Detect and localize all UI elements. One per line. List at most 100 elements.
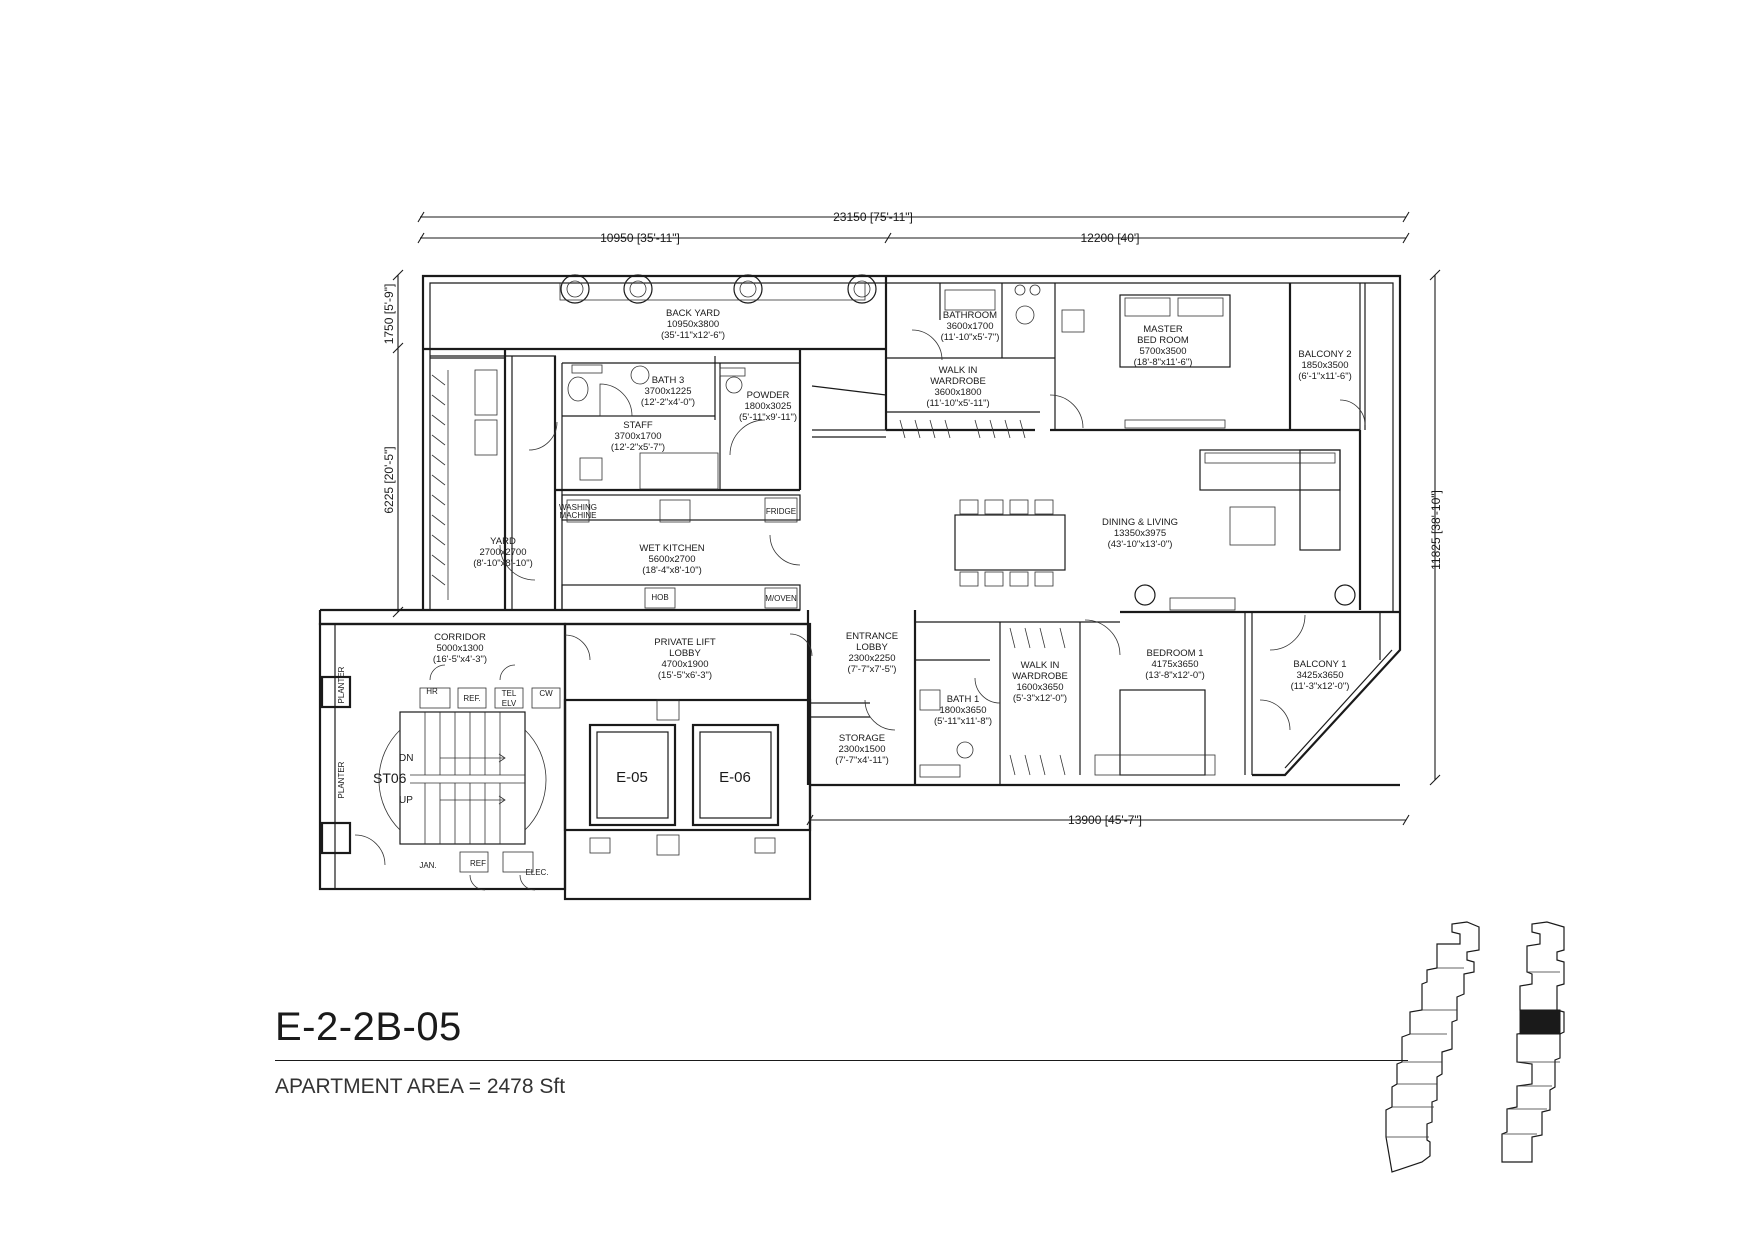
fridge-label: FRIDGE xyxy=(766,507,796,516)
key-plan xyxy=(1385,921,1565,1173)
dimension-labels: 23150 [75'-11"] 10950 [35'-11"] 12200 [4… xyxy=(382,210,1443,827)
dining-size: 13350x3975 xyxy=(1114,528,1166,539)
wet-kitchen-size: 5600x2700 xyxy=(648,554,695,565)
storage-name: STORAGE xyxy=(839,733,885,744)
entrance-name2: LOBBY xyxy=(856,642,888,653)
balcony1-imperial: (11'-3"x12'-0") xyxy=(1291,681,1350,692)
lift-lobby-name2: LOBBY xyxy=(669,648,701,659)
master-name2: BED ROOM xyxy=(1137,335,1189,346)
corridor-size: 5000x1300 xyxy=(436,643,483,654)
bathroom-size: 3600x1700 xyxy=(946,321,993,332)
planter-label-top: PLANTER xyxy=(337,666,346,703)
lift-lobby-name1: PRIVATE LIFT xyxy=(654,637,716,648)
title-divider xyxy=(275,1060,1408,1061)
master-name1: MASTER xyxy=(1143,324,1183,335)
storage-size: 2300x1500 xyxy=(838,744,885,755)
corridor-imperial: (16'-5"x4'-3") xyxy=(433,654,487,665)
yard-imperial: (8'-10"x8'-10") xyxy=(473,558,532,569)
dim-bottom-width: 13900 [45'-7"] xyxy=(1068,813,1142,827)
staff-name: STAFF xyxy=(623,420,653,431)
master-imperial: (18'-8"x11'-6") xyxy=(1134,357,1193,368)
walkin1-size: 3600x1800 xyxy=(934,387,981,398)
bath3-imperial: (12'-2"x4'-0") xyxy=(641,397,695,408)
stair-dn-label: DN xyxy=(399,753,413,764)
powder-name: POWDER xyxy=(747,390,790,401)
jan-label: JAN. xyxy=(419,861,436,870)
wet-kitchen-imperial: (18'-4"x8'-10") xyxy=(642,565,701,576)
bath3-name: BATH 3 xyxy=(652,375,685,386)
bath1-size: 1800x3650 xyxy=(939,705,986,716)
balcony1-size: 3425x3650 xyxy=(1296,670,1343,681)
dim-right-width: 12200 [40'] xyxy=(1080,231,1139,245)
hr-label: HR xyxy=(426,687,438,696)
washing-label-1: WASHING xyxy=(559,503,597,512)
bedroom1-name: BEDROOM 1 xyxy=(1146,648,1203,659)
dining-imperial: (43'-10"x13'-0") xyxy=(1108,539,1173,550)
dining-name: DINING & LIVING xyxy=(1102,517,1178,528)
bedroom1-size: 4175x3650 xyxy=(1151,659,1198,670)
stair-id-label: ST06 xyxy=(373,770,407,786)
unit-title: E-2-2B-05 xyxy=(275,1005,462,1049)
bath1-name: BATH 1 xyxy=(947,694,980,705)
bath3-size: 3700x1225 xyxy=(644,386,691,397)
entrance-size: 2300x2250 xyxy=(848,653,895,664)
yard-size: 2700x2700 xyxy=(479,547,526,558)
tel-label: TEL xyxy=(502,689,517,698)
hob-label: HOB xyxy=(651,593,668,602)
dim-overall-width: 23150 [75'-11"] xyxy=(833,210,913,224)
dim-right-depth: 11825 [38'-10"] xyxy=(1429,490,1443,570)
powder-size: 1800x3025 xyxy=(744,401,791,412)
corridor-name: CORRIDOR xyxy=(434,632,486,643)
entrance-name1: ENTRANCE xyxy=(846,631,898,642)
walkin1-imperial: (11'-10"x5'-11") xyxy=(926,398,989,409)
cw-label: CW xyxy=(539,689,553,698)
staff-imperial: (12'-2"x5'-7") xyxy=(611,442,665,453)
room-labels: BACK YARD 10950x3800 (35'-11"x12'-6") BA… xyxy=(433,308,1352,766)
yard-name: YARD xyxy=(490,536,516,547)
balcony1-name: BALCONY 1 xyxy=(1293,659,1346,670)
balcony2-name: BALCONY 2 xyxy=(1298,349,1351,360)
ref-label: REF. xyxy=(463,694,480,703)
lift-e05-label: E-05 xyxy=(616,769,648,786)
balcony2-size: 1850x3500 xyxy=(1301,360,1348,371)
louvre-slats xyxy=(431,370,449,600)
dim-left-depth: 6225 [20'-5"] xyxy=(382,446,396,513)
fixture-labels: PLANTER PLANTER ST06 DN UP E-05 E-06 HR … xyxy=(337,503,797,877)
walls xyxy=(318,274,1402,901)
lift-lobby-size: 4700x1900 xyxy=(661,659,708,670)
fixtures xyxy=(378,274,1356,891)
moven-label: M/OVEN xyxy=(765,594,797,603)
elv-label: ELV xyxy=(502,699,517,708)
backyard-size: 10950x3800 xyxy=(667,319,719,330)
walkin2-imperial: (5'-3"x12'-0") xyxy=(1013,693,1067,704)
lift-lobby-imperial: (15'-5"x6'-3") xyxy=(658,670,712,681)
stair-treads xyxy=(424,712,501,844)
walkin2-size: 1600x3650 xyxy=(1016,682,1063,693)
dim-backyard-depth: 1750 [5'-9"] xyxy=(382,284,396,345)
staff-size: 3700x1700 xyxy=(614,431,661,442)
walkin2-name1: WALK IN xyxy=(1021,660,1060,671)
walkin1-name2: WARDROBE xyxy=(930,376,986,387)
lift-e06-label: E-06 xyxy=(719,769,751,786)
wardrobe-hangers xyxy=(899,419,1066,776)
backyard-name: BACK YARD xyxy=(666,308,720,319)
backyard-imperial: (35'-11"x12'-6") xyxy=(661,330,725,341)
balcony2-imperial: (6'-1"x11'-6") xyxy=(1298,371,1352,382)
elec-label: ELEC. xyxy=(525,868,548,877)
doors xyxy=(354,329,1366,866)
apartment-area: APARTMENT AREA = 2478 Sft xyxy=(275,1075,566,1098)
entrance-imperial: (7'-7"x7'-5") xyxy=(848,664,897,675)
dimension-lines xyxy=(392,211,1441,826)
bathroom-name: BATHROOM xyxy=(943,310,997,321)
key-plan-tower-right xyxy=(1501,921,1565,1163)
wet-kitchen-name: WET KITCHEN xyxy=(639,543,704,554)
tree-icon xyxy=(560,274,877,304)
walkin2-name2: WARDROBE xyxy=(1012,671,1068,682)
bath1-imperial: (5'-11"x11'-8") xyxy=(934,716,992,727)
walkin1-name1: WALK IN xyxy=(939,365,978,376)
storage-imperial: (7'-7"x4'-11") xyxy=(835,755,889,766)
master-size: 5700x3500 xyxy=(1139,346,1186,357)
powder-imperial: (5'-11"x9'-11") xyxy=(739,412,797,423)
bathroom-imperial: (11'-10"x5'-7") xyxy=(941,332,1000,343)
